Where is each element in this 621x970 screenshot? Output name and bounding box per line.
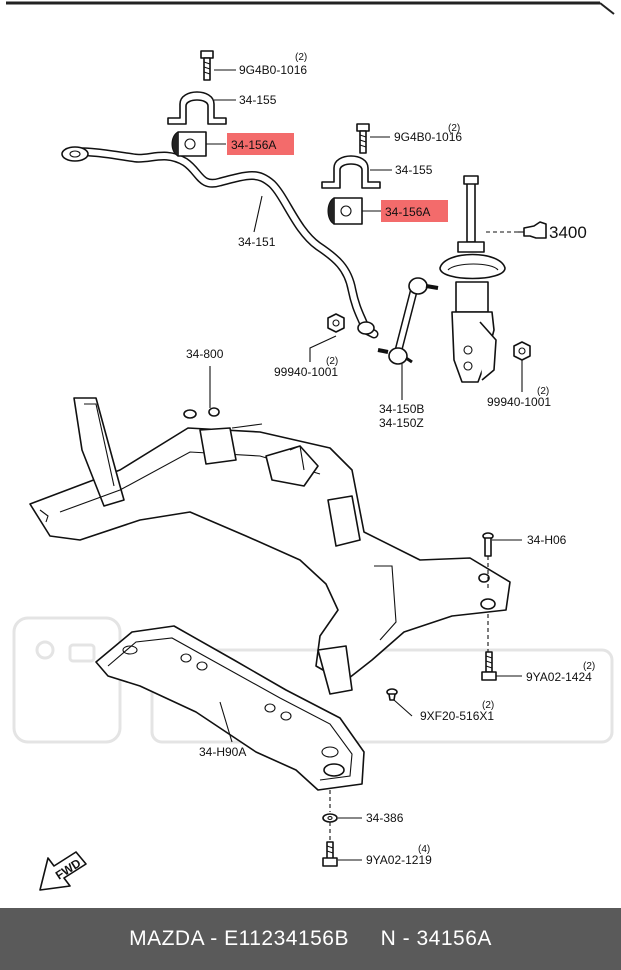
bolt-1219-drawing bbox=[322, 841, 338, 867]
leader-lines bbox=[206, 69, 524, 861]
bushing-left-drawing bbox=[171, 131, 207, 157]
nut-right-drawing bbox=[513, 341, 531, 361]
label-bushing-left: 34-156A bbox=[231, 138, 276, 152]
label-washer: 34-386 bbox=[366, 811, 404, 825]
highlight-bushing-left bbox=[227, 133, 294, 155]
label-bolt-1424-qty: (2) bbox=[583, 661, 595, 672]
label-bolt-upper-right-qty: (2) bbox=[448, 123, 460, 134]
label-nut-right-qty: (2) bbox=[537, 386, 549, 397]
bolt-left-drawing bbox=[200, 50, 214, 81]
bolt-right-drawing bbox=[356, 123, 370, 154]
fwd-arrow-icon: FWD bbox=[39, 851, 87, 891]
highlight-bushing-right bbox=[381, 200, 448, 222]
top-border-corner bbox=[599, 2, 615, 15]
label-plate: 34-H90A bbox=[199, 745, 246, 759]
label-bolt-516: 9XF20-516X1 bbox=[420, 709, 494, 723]
bolt-1424-drawing bbox=[481, 651, 497, 681]
label-stabilizer-bar: 34-151 bbox=[238, 235, 276, 249]
label-bolt-upper-right: 9G4B0-1016 bbox=[394, 130, 462, 144]
washer-drawing bbox=[322, 813, 338, 823]
label-bolt-h06: 34-H06 bbox=[527, 533, 567, 547]
footer-bar: MAZDA - E11234156B N - 34156A bbox=[0, 908, 621, 970]
bracket-left-drawing bbox=[167, 91, 227, 125]
label-strut-ref: 3400 bbox=[549, 223, 587, 242]
pointer-hand-icon bbox=[518, 221, 547, 239]
label-nut-right: 99940-1001 bbox=[487, 395, 551, 409]
label-link-z: 34-150Z bbox=[379, 416, 424, 430]
label-bracket-right: 34-155 bbox=[395, 163, 433, 177]
nut-left-drawing bbox=[327, 313, 345, 333]
bolt-516-drawing bbox=[386, 688, 398, 701]
label-bolt-516-qty: (2) bbox=[482, 700, 494, 711]
label-bolt-1424: 9YA02-1424 bbox=[526, 670, 592, 684]
label-bracket-left: 34-155 bbox=[239, 93, 277, 107]
label-bushing-right: 34-156A bbox=[385, 205, 430, 219]
bracket-right-drawing bbox=[321, 155, 381, 189]
crossmember-drawing bbox=[29, 397, 511, 695]
stabilizer-bar-drawing bbox=[61, 146, 379, 339]
label-bolt-1219: 9YA02-1219 bbox=[366, 853, 432, 867]
label-crossmember: 34-800 bbox=[186, 347, 224, 361]
strut-drawing bbox=[439, 175, 506, 383]
label-bolt-upper-left: 9G4B0-1016 bbox=[239, 63, 307, 77]
stabilizer-link-drawing bbox=[377, 277, 439, 365]
label-bolt-upper-left-qty: (2) bbox=[295, 52, 307, 63]
footer-part-number: MAZDA - E11234156B N - 34156A bbox=[129, 927, 492, 950]
label-nut-left-qty: (2) bbox=[326, 356, 338, 367]
bolt-h06-drawing bbox=[482, 532, 494, 557]
label-link-b: 34-150B bbox=[379, 402, 424, 416]
plate-drawing bbox=[95, 625, 365, 791]
label-nut-left: 99940-1001 bbox=[274, 365, 338, 379]
parts-diagram: FWD (2) 9G4B0-1016 34-155 34-156A (2) 9G… bbox=[6, 1, 615, 891]
label-bolt-1219-qty: (4) bbox=[418, 844, 430, 855]
bushing-right-drawing bbox=[327, 197, 363, 225]
